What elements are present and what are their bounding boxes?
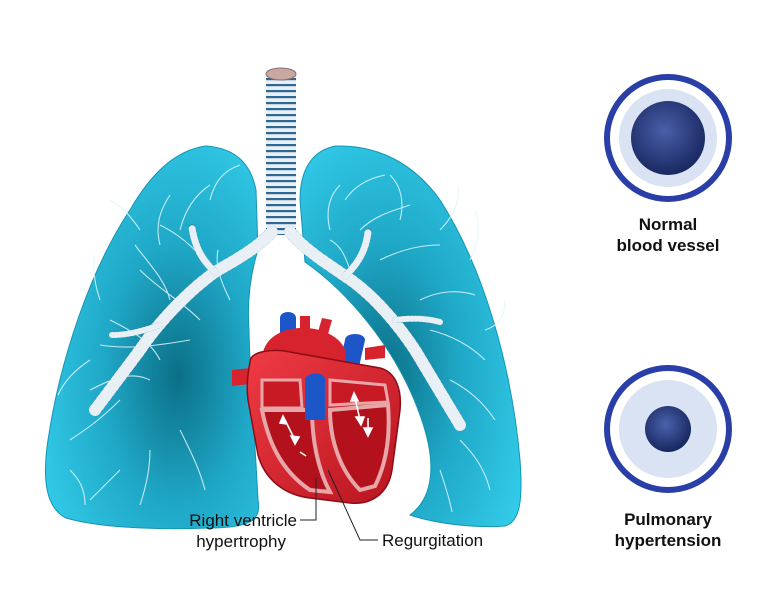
narrowed-vessel-lumen: [645, 406, 691, 452]
label-right-ventricle-line1: Right ventricle: [189, 511, 297, 530]
label-regurgitation: Regurgitation: [382, 531, 483, 550]
trachea-opening: [265, 67, 297, 81]
right-atrium: [260, 378, 304, 410]
trachea: [266, 73, 296, 235]
leader-right-ventricle: [300, 478, 317, 521]
label-pulmonary-line1: Pulmonary: [624, 510, 712, 529]
lungs: [44, 67, 522, 530]
leader-regurgitation: [327, 469, 378, 541]
label-normal-line1: Normal: [639, 215, 698, 234]
normal-vessel: [604, 74, 732, 202]
left-atrium: [328, 378, 390, 407]
normal-vessel-lumen: [631, 101, 705, 175]
inner-aorta: [305, 373, 325, 420]
regurgitation-arrows: [278, 391, 374, 457]
pulmonary-hypertension-vessel: [604, 365, 732, 493]
pulmonary-vein-right: [365, 345, 385, 360]
bronchi: [89, 224, 466, 431]
right-ventricle: [259, 408, 334, 495]
pulmonary-vein-left: [232, 368, 250, 386]
label-pulmonary-line2: hypertension: [615, 531, 722, 550]
leader-lines: [300, 469, 378, 541]
left-ventricle: [327, 402, 391, 493]
heart: [232, 312, 402, 504]
label-normal-line2: blood vessel: [617, 236, 720, 255]
aortic-branches: [300, 316, 332, 334]
bronchial-vessels: [57, 164, 506, 513]
label-right-ventricle-line2: hypertrophy: [196, 532, 286, 551]
